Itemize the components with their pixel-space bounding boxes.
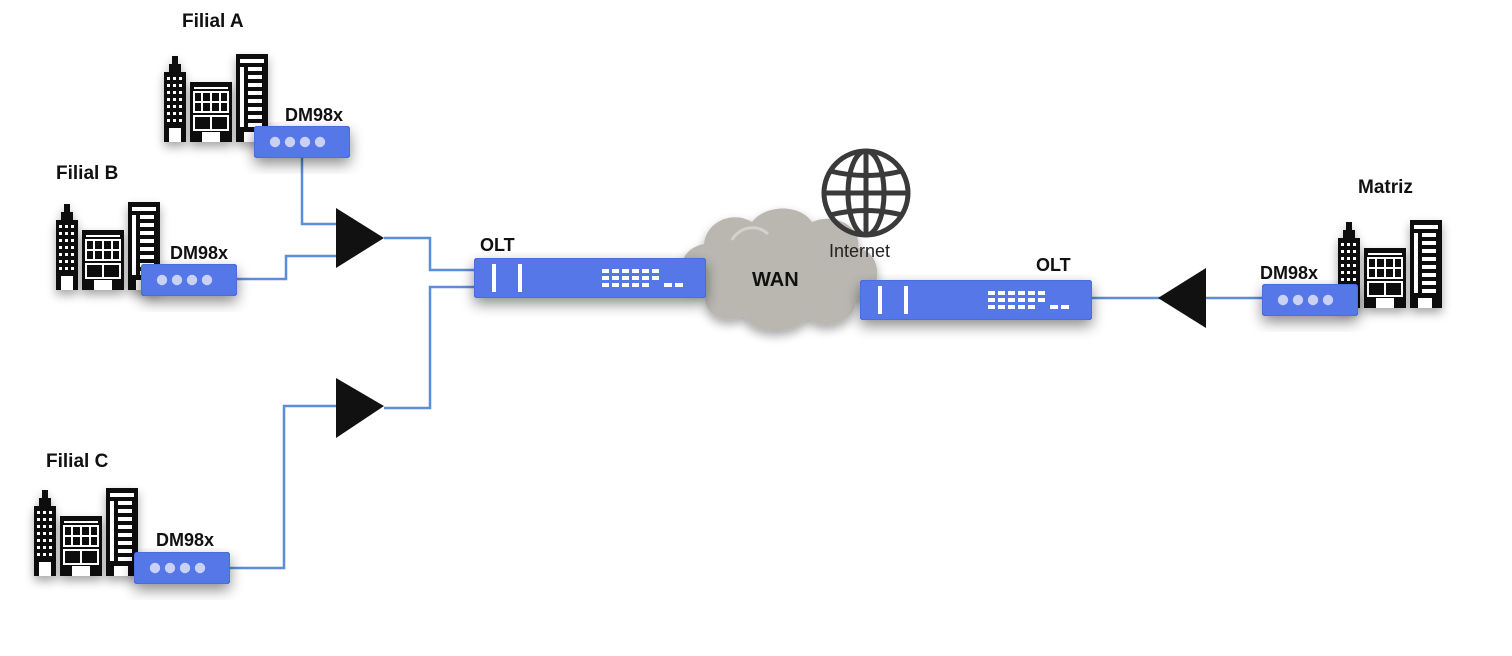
olt-left-icon [474, 258, 706, 298]
site-label-filial-b: Filial B [56, 163, 119, 184]
building-filial-c-icon [34, 486, 138, 578]
ont-matriz-icon [1262, 284, 1358, 316]
ont-filial-c-icon [134, 552, 230, 584]
ont-filial-b-icon [141, 264, 237, 296]
links [228, 156, 1264, 570]
olt-left-label: OLT [480, 235, 515, 255]
link-filial-c-to-splitter-2 [228, 404, 338, 570]
link-splitter-1-to-olt-left [384, 236, 474, 272]
ont-filial-a-icon [254, 126, 350, 158]
globe-icon [821, 148, 911, 238]
building-filial-a-icon [164, 52, 268, 144]
wan-cloud-icon [681, 208, 878, 331]
device-label-matriz: DM98x [1260, 263, 1319, 283]
wan-label: WAN [752, 269, 799, 291]
device-label-filial-b: DM98x [170, 243, 229, 263]
link-filial-a-to-splitter-1 [300, 156, 338, 226]
site-label-filial-a: Filial A [182, 11, 244, 32]
internet-label: Internet [829, 241, 891, 261]
device-label-filial-a: DM98x [285, 105, 344, 125]
device-label-filial-c: DM98x [156, 530, 215, 550]
olt-right-label: OLT [1036, 255, 1071, 275]
site-label-filial-c: Filial C [46, 451, 109, 472]
splitter-1-icon [336, 208, 384, 268]
site-label-matriz: Matriz [1358, 177, 1413, 198]
link-filial-b-to-splitter-1 [232, 254, 338, 281]
splitter-2-icon [336, 378, 384, 438]
olt-right-icon [860, 280, 1092, 320]
splitter-3-icon [1158, 268, 1206, 328]
link-splitter-2-to-olt-left [384, 285, 474, 410]
